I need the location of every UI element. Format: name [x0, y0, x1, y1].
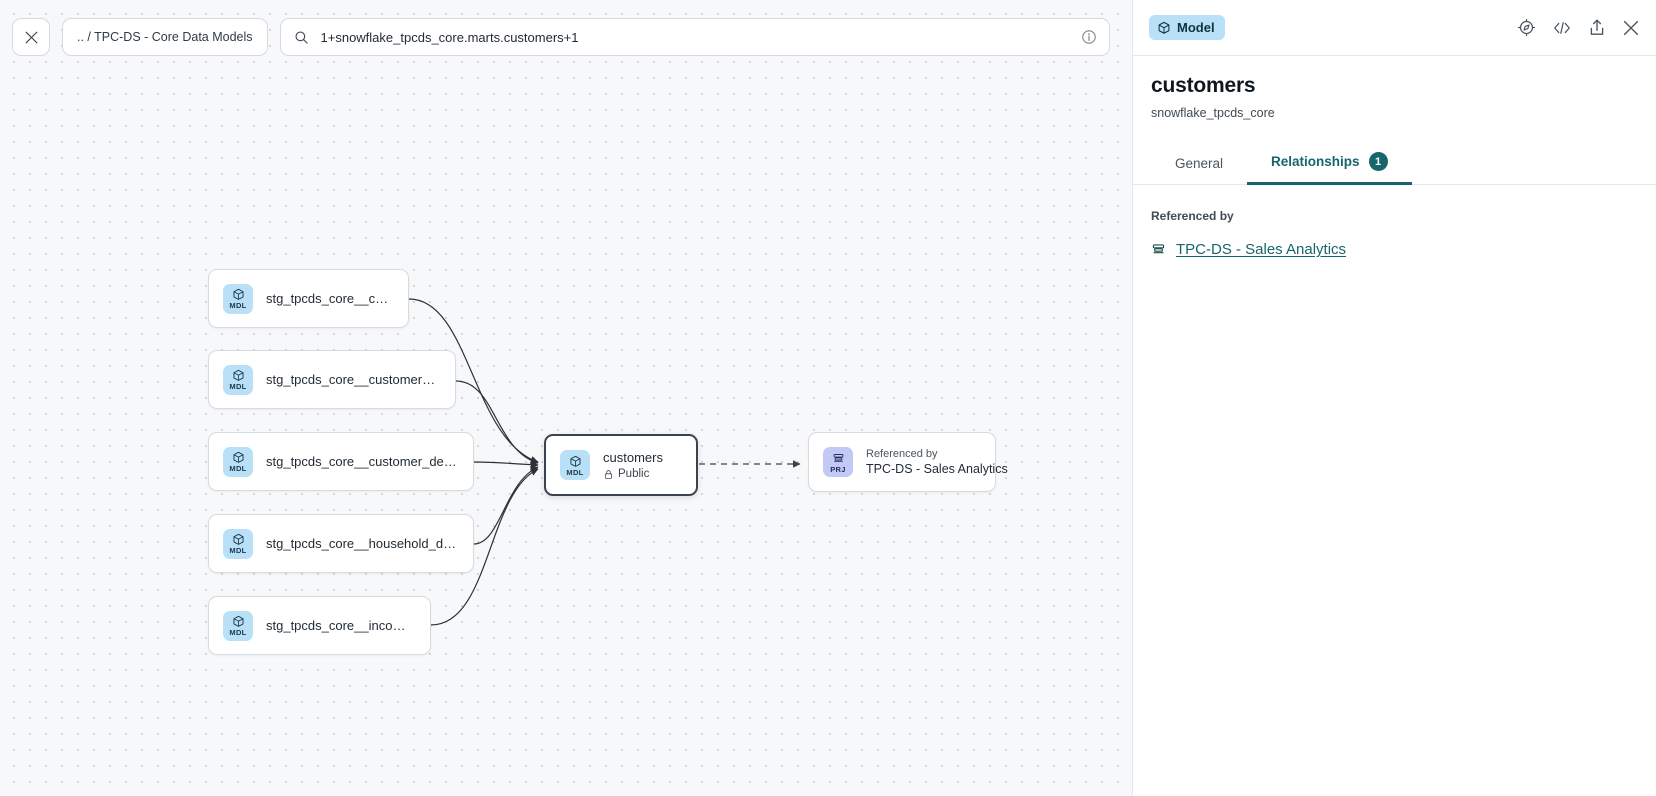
- details-panel: Model: [1132, 0, 1656, 796]
- project-icon: [1152, 244, 1165, 254]
- project-badge-label: PRJ: [830, 464, 846, 474]
- code-icon: [1554, 21, 1570, 34]
- explore-icon: [1517, 18, 1536, 37]
- model-badge: MDL: [223, 283, 253, 314]
- breadcrumb[interactable]: .. / TPC-DS - Core Data Models: [62, 18, 268, 56]
- node-title: customers: [603, 450, 663, 465]
- lock-icon: [604, 469, 613, 479]
- breadcrumb-label: .. / TPC-DS - Core Data Models: [77, 30, 253, 44]
- reference-link[interactable]: TPC-DS - Sales Analytics: [1176, 241, 1347, 258]
- node-kicker: Referenced by: [866, 448, 938, 460]
- graph-node-focus[interactable]: MDL customers Public: [544, 434, 698, 496]
- close-lineage-button[interactable]: [12, 18, 50, 56]
- model-badge-label: MDL: [229, 628, 247, 637]
- close-icon: [24, 30, 38, 44]
- tab-relationships-count: 1: [1368, 152, 1388, 171]
- graph-node-upstream[interactable]: MDL stg_tpcds_core__customer: [208, 269, 409, 328]
- search-input[interactable]: [318, 28, 1071, 46]
- cube-icon: [232, 369, 244, 381]
- cube-icon: [569, 455, 581, 467]
- entity-type-chip: Model: [1149, 15, 1225, 40]
- node-title: TPC-DS - Sales Analytics: [866, 462, 1008, 476]
- model-badge: MDL: [560, 450, 590, 480]
- graph-node-upstream[interactable]: MDL stg_tpcds_core__household_demogr…: [208, 514, 474, 573]
- referenced-by-section: Referenced by TPC-DS - Sales Analytics: [1133, 185, 1656, 258]
- graph-node-downstream[interactable]: PRJ Referenced by TPC-DS - Sales Analyti…: [808, 432, 1008, 492]
- node-access-label: Public: [618, 468, 650, 480]
- cube-icon: [232, 288, 244, 300]
- cube-icon: [232, 533, 244, 545]
- share-icon: [1590, 19, 1604, 35]
- share-button[interactable]: [1588, 18, 1606, 37]
- model-badge: MDL: [223, 364, 253, 395]
- entity-type-label: Model: [1177, 20, 1215, 35]
- lineage-edges: [408, 298, 801, 626]
- close-icon: [1623, 20, 1639, 35]
- page-title: customers: [1151, 74, 1256, 97]
- node-title: stg_tpcds_core__household_demogr…: [266, 536, 459, 551]
- tab-relationships[interactable]: Relationships 1: [1247, 142, 1412, 185]
- explore-button[interactable]: [1517, 18, 1536, 37]
- details-panel-header: Model: [1133, 0, 1656, 56]
- model-badge-label: MDL: [229, 382, 247, 391]
- cube-icon: [232, 451, 244, 463]
- graph-node-upstream[interactable]: MDL stg_tpcds_core__income_band: [208, 596, 431, 655]
- graph-node-upstream[interactable]: MDL stg_tpcds_core__customer_address: [208, 350, 456, 409]
- info-icon[interactable]: [1081, 29, 1097, 45]
- list-item[interactable]: TPC-DS - Sales Analytics: [1151, 241, 1638, 258]
- tab-general[interactable]: General: [1151, 146, 1247, 185]
- tab-relationships-label: Relationships: [1271, 154, 1360, 169]
- panel-heading: customers snowflake_tpcds_core: [1133, 56, 1656, 120]
- cube-icon: [232, 615, 244, 627]
- model-badge-label: MDL: [566, 467, 584, 477]
- node-title: stg_tpcds_core__customer: [266, 291, 394, 306]
- node-title: stg_tpcds_core__income_band: [266, 618, 416, 633]
- model-badge-label: MDL: [229, 301, 247, 310]
- panel-subtitle: snowflake_tpcds_core: [1151, 106, 1275, 120]
- node-access: Public: [603, 468, 663, 480]
- canvas-toolbar: .. / TPC-DS - Core Data Models: [12, 18, 1132, 56]
- panel-tabs: General Relationships 1: [1133, 142, 1656, 185]
- node-title: stg_tpcds_core__customer_demogra…: [266, 454, 459, 469]
- section-label: Referenced by: [1151, 209, 1234, 223]
- search-icon: [294, 30, 308, 44]
- model-badge: MDL: [223, 528, 253, 559]
- lineage-search[interactable]: [279, 18, 1110, 56]
- graph-node-upstream[interactable]: MDL stg_tpcds_core__customer_demogra…: [208, 432, 474, 491]
- model-badge-label: MDL: [229, 464, 247, 473]
- model-badge: MDL: [223, 446, 253, 477]
- project-icon: [833, 453, 843, 462]
- lineage-canvas[interactable]: .. / TPC-DS - Core Data Models: [0, 0, 1132, 796]
- close-panel-button[interactable]: [1622, 19, 1640, 37]
- project-badge: PRJ: [823, 447, 853, 477]
- cube-icon: [1158, 21, 1170, 34]
- node-title: stg_tpcds_core__customer_address: [266, 372, 441, 387]
- model-badge: MDL: [223, 610, 253, 641]
- tab-general-label: General: [1175, 156, 1224, 171]
- code-button[interactable]: [1552, 19, 1572, 37]
- panel-actions: [1517, 18, 1640, 37]
- model-badge-label: MDL: [229, 546, 247, 555]
